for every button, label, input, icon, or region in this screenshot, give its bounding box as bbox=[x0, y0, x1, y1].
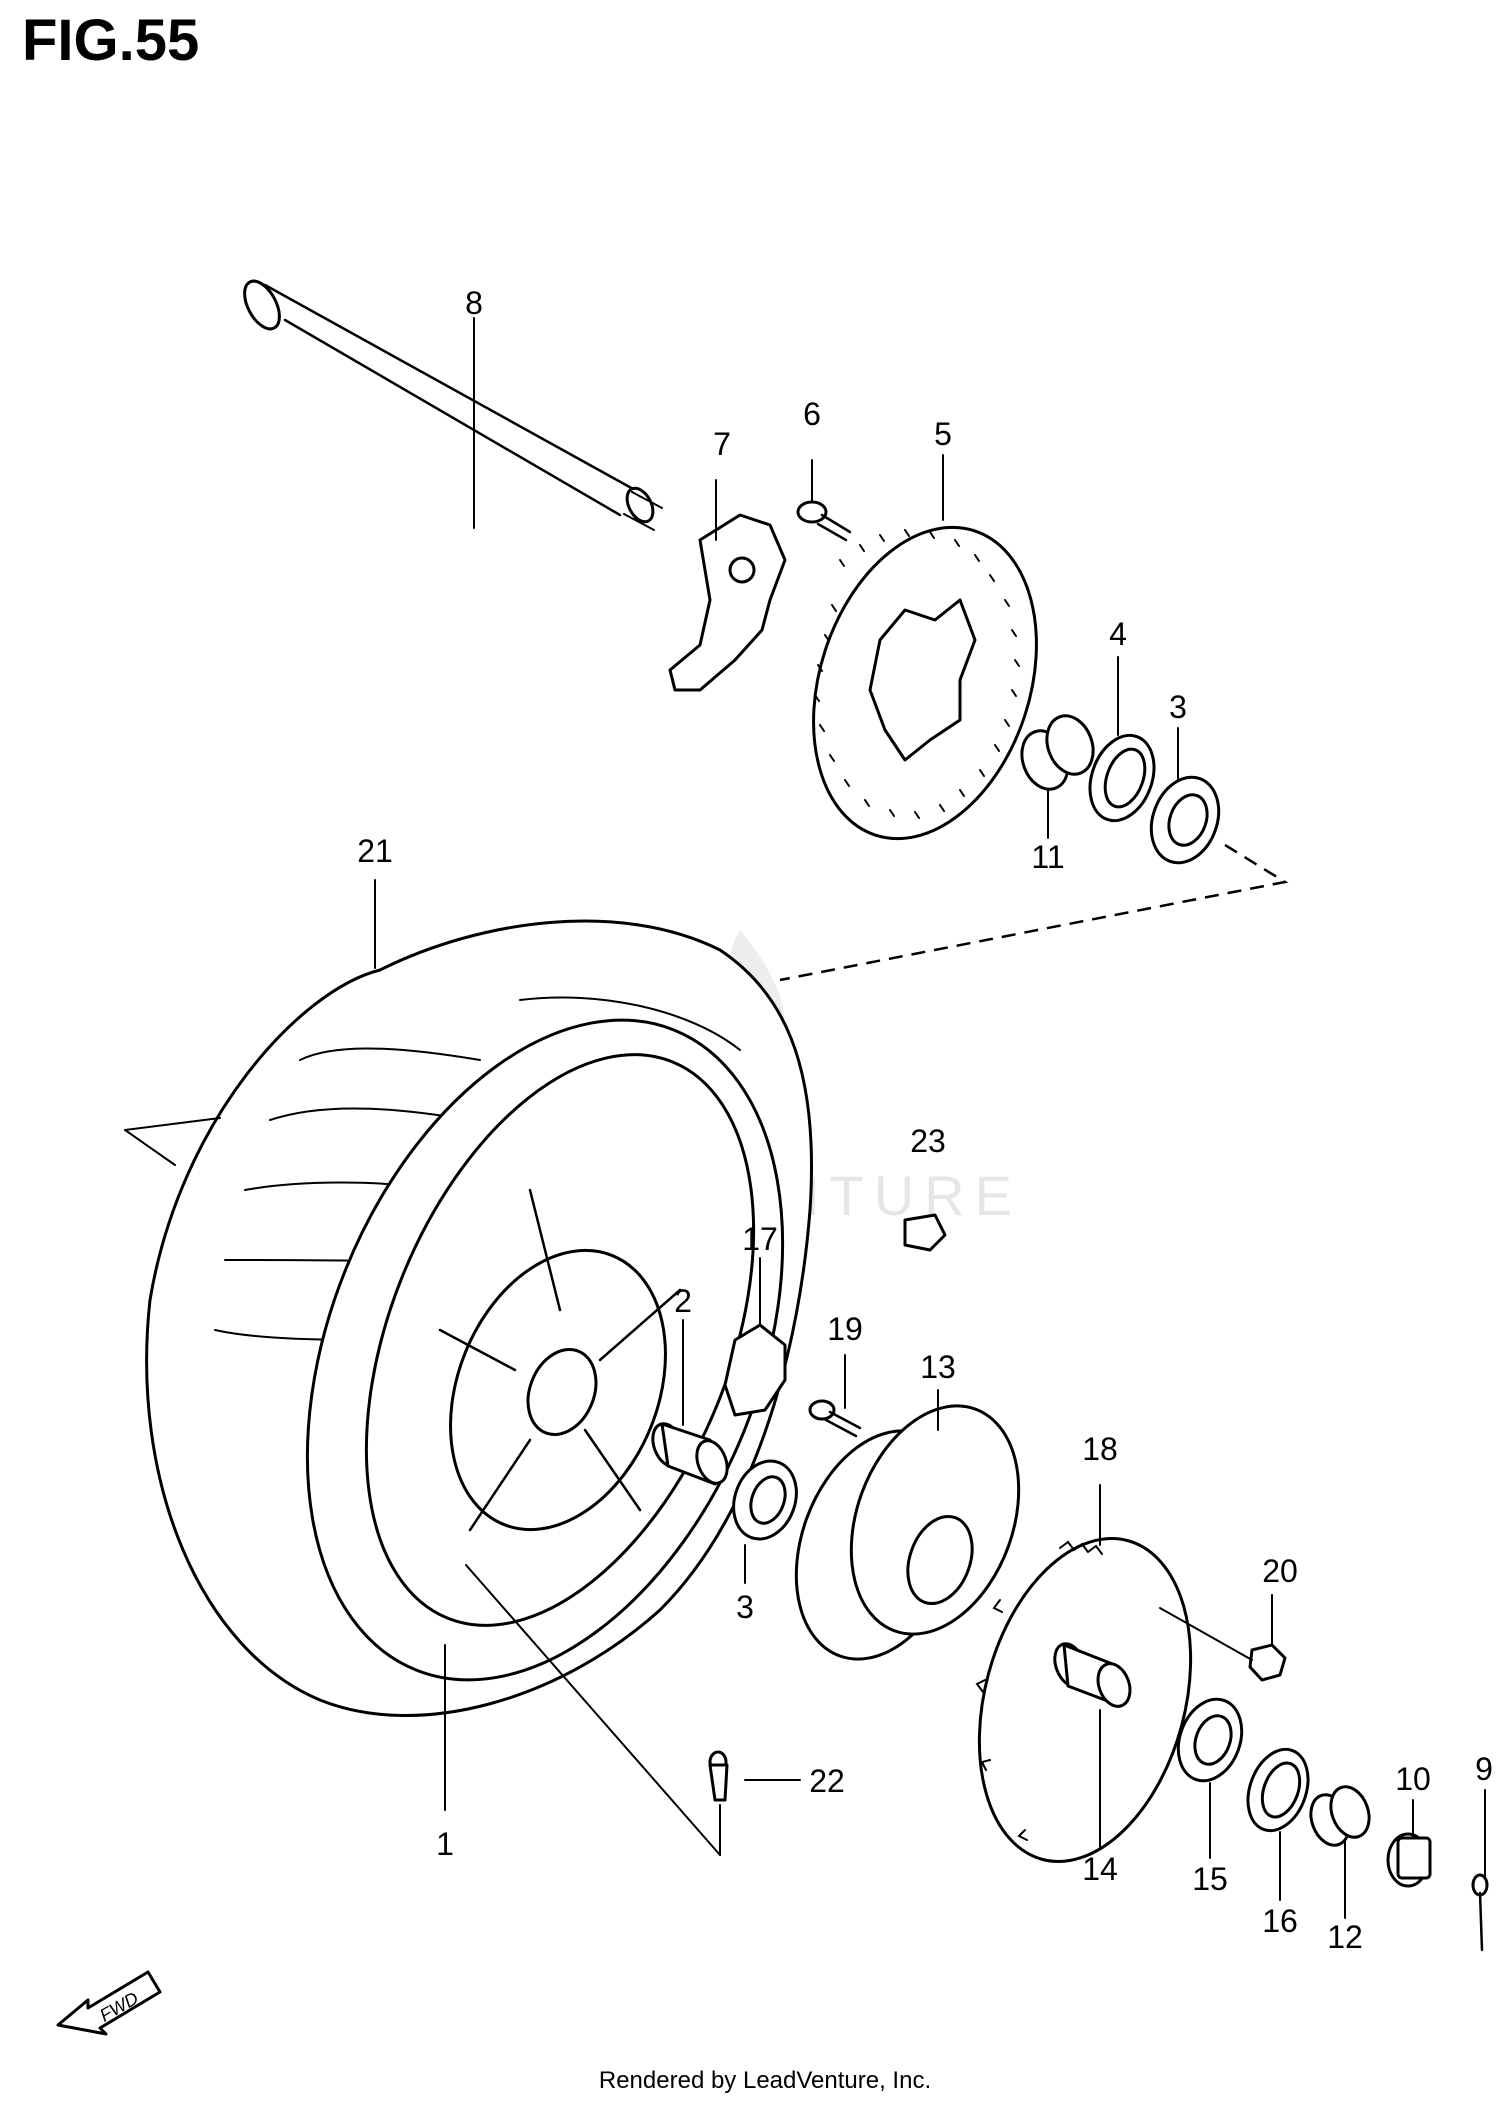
sprocket-nut-part bbox=[1248, 1643, 1287, 1682]
axle-part bbox=[243, 279, 663, 531]
callout-20: 20 bbox=[1262, 1553, 1298, 1589]
disc-holes bbox=[814, 529, 1020, 819]
callout-13: 13 bbox=[920, 1349, 956, 1385]
sprocket-bolt-part bbox=[808, 1399, 862, 1438]
callout-16: 16 bbox=[1262, 1903, 1298, 1939]
reference-line-upper bbox=[779, 843, 1289, 982]
wheel-spacer-part bbox=[651, 1422, 729, 1486]
footer-credit: Rendered by LeadVenture, Inc. bbox=[599, 2067, 931, 2094]
leader-lines bbox=[124, 317, 1486, 1919]
callout-22: 22 bbox=[809, 1763, 845, 1799]
callout-7: 7 bbox=[713, 426, 731, 462]
bearing-lower-part bbox=[732, 1459, 798, 1541]
callout-17: 17 bbox=[742, 1221, 778, 1257]
callout-6: 6 bbox=[803, 396, 821, 432]
callout-4: 4 bbox=[1109, 616, 1127, 652]
callout-14: 14 bbox=[1082, 1851, 1118, 1887]
callout-12: 12 bbox=[1327, 1919, 1363, 1955]
callout-23: 23 bbox=[910, 1123, 946, 1159]
forward-direction-arrow: FWD bbox=[56, 1970, 162, 2036]
callout-2: 2 bbox=[674, 1283, 692, 1319]
callout-18: 18 bbox=[1082, 1431, 1118, 1467]
caliper-bracket-part bbox=[668, 513, 787, 692]
cush-rubber-part bbox=[723, 1323, 787, 1417]
outer-spacer-part bbox=[1309, 1785, 1371, 1847]
callout-5: 5 bbox=[934, 416, 952, 452]
callout-labels: 1 2 3 3 4 5 6 7 8 9 10 11 12 13 14 15 16… bbox=[357, 285, 1493, 1955]
valve-part bbox=[708, 1750, 729, 1802]
axle-nut-part bbox=[1386, 1832, 1432, 1888]
sprocket-part bbox=[975, 1537, 1193, 1863]
sprocket-spacer-part bbox=[1053, 1642, 1132, 1708]
sprocket-bearing-part bbox=[1176, 1697, 1244, 1783]
wheel-rim-part bbox=[305, 1018, 785, 1682]
callout-19: 19 bbox=[827, 1311, 863, 1347]
callout-11: 11 bbox=[1031, 839, 1064, 875]
clip-part bbox=[903, 1213, 947, 1252]
callout-3-lower: 3 bbox=[736, 1589, 754, 1625]
spacer-part bbox=[1020, 714, 1095, 791]
callout-10: 10 bbox=[1395, 1761, 1431, 1797]
callout-21: 21 bbox=[357, 833, 393, 869]
caliper-bracket-hole bbox=[728, 556, 756, 584]
disc-bolt-part bbox=[796, 500, 852, 542]
callout-3-upper: 3 bbox=[1169, 689, 1187, 725]
sprocket-mount-part bbox=[794, 1404, 1021, 1661]
brake-disc-part bbox=[812, 525, 1038, 841]
callout-8: 8 bbox=[465, 285, 483, 321]
rim-spokes bbox=[438, 1188, 682, 1532]
oil-seal-part bbox=[1088, 733, 1156, 823]
figure-title: FIG.55 bbox=[22, 8, 199, 73]
bearing-upper-part bbox=[1149, 775, 1221, 865]
cotter-pin-part bbox=[1471, 1873, 1489, 1952]
callout-9: 9 bbox=[1475, 1751, 1493, 1787]
callout-1: 1 bbox=[436, 1826, 454, 1862]
callout-15: 15 bbox=[1192, 1861, 1228, 1897]
sprocket-oil-seal-part bbox=[1246, 1747, 1310, 1833]
